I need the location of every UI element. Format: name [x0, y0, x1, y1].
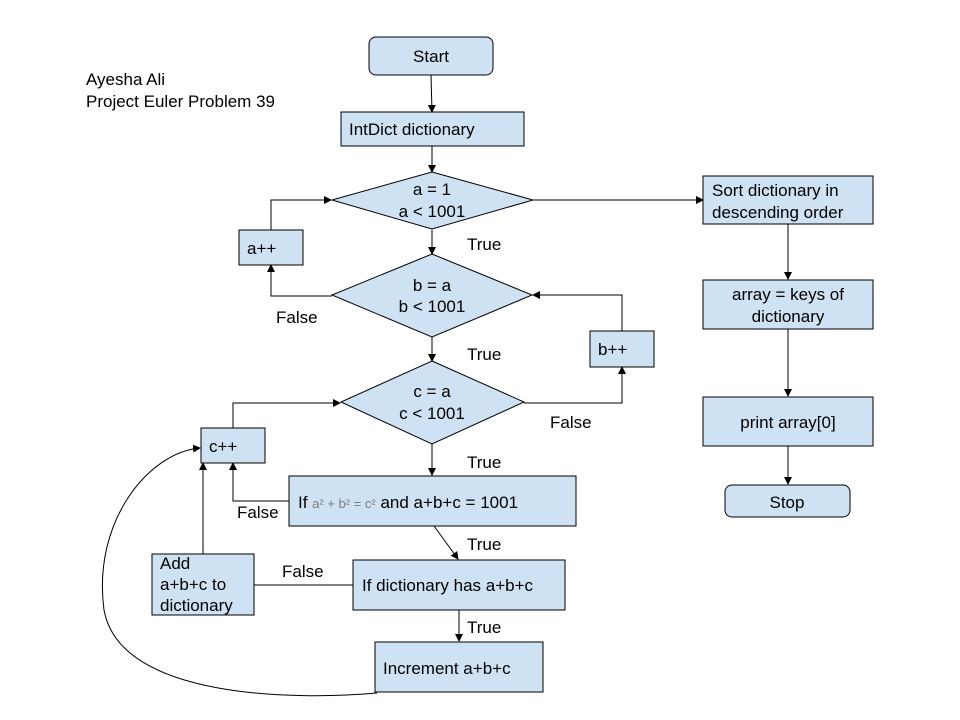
label-a-true: True: [467, 235, 501, 254]
sort-node: Sort dictionary in descending order: [702, 175, 874, 225]
has-key-decision-node: If dictionary has a+b+c: [352, 559, 566, 611]
condition-suffix: and a+b+c = 1001: [376, 493, 518, 512]
triple-condition-node: If a² + b² = c² and a+b+c = 1001: [288, 475, 577, 527]
edge-a-inc-back: [270, 196, 332, 230]
label-has-true: True: [467, 618, 501, 637]
add-to-dictionary-node: Add a+b+c to dictionary: [151, 553, 255, 616]
c-increment-node: c++: [200, 427, 266, 464]
label-b-false: False: [276, 308, 318, 327]
loop-b-cond: b < 1001: [399, 297, 466, 316]
loop-b-init: b = a: [413, 276, 452, 295]
edges: [102, 74, 792, 697]
label-cond-false: False: [237, 503, 279, 522]
add-label-line-1: Add: [160, 554, 190, 573]
author-name: Ayesha Ali: [86, 70, 165, 89]
condition-formula: a² + b² = c²: [312, 496, 376, 511]
keys-label-line-2: dictionary: [752, 307, 825, 326]
loop-b-decision: b = a b < 1001: [330, 253, 534, 338]
label-c-false: False: [550, 413, 592, 432]
loop-a-init: a = 1: [413, 180, 451, 199]
edge-cond-true: [433, 525, 459, 560]
increment-node: Increment a+b+c: [374, 641, 544, 693]
intdict-label: IntDict dictionary: [349, 120, 475, 139]
label-c-true: True: [467, 453, 501, 472]
print-label: print array[0]: [740, 413, 835, 432]
start-node: Start: [368, 36, 494, 76]
stop-label: Stop: [770, 493, 805, 512]
edge-c-inc-back: [232, 399, 341, 428]
keys-node: array = keys of dictionary: [702, 279, 874, 330]
c-increment-label: c++: [209, 437, 237, 456]
label-has-false: False: [282, 562, 324, 581]
loop-a-decision: a = 1 a < 1001: [330, 171, 535, 230]
b-increment-node: b++: [589, 330, 655, 368]
add-label-line-3: dictionary: [160, 596, 233, 615]
keys-label-line-1: array = keys of: [732, 285, 844, 304]
label-b-true: True: [467, 345, 501, 364]
edge-b-inc-back: [532, 291, 623, 331]
has-key-label: If dictionary has a+b+c: [362, 576, 534, 595]
edge-loop-b-false: [267, 264, 332, 297]
start-label: Start: [413, 47, 449, 66]
project-title: Project Euler Problem 39: [86, 92, 275, 111]
add-label-line-2: a+b+c to: [160, 575, 226, 594]
edge-start-to-intdict: [427, 74, 436, 113]
sort-label-line-1: Sort dictionary in: [712, 181, 839, 200]
edge-cond-false: [229, 462, 289, 502]
stop-node: Stop: [724, 484, 851, 518]
intdict-node: IntDict dictionary: [340, 111, 525, 147]
edge-loop-c-false: [524, 366, 626, 404]
b-increment-label: b++: [598, 340, 627, 359]
loop-c-decision: c = a c < 1001: [339, 360, 526, 445]
loop-c-cond: c < 1001: [399, 404, 465, 423]
a-increment-label: a++: [247, 239, 276, 258]
label-cond-true: True: [467, 535, 501, 554]
edge-increment-to-c-inc: [102, 444, 378, 697]
loop-c-init: c = a: [413, 382, 451, 401]
condition-label: If a² + b² = c² and a+b+c = 1001: [298, 493, 518, 512]
print-node: print array[0]: [702, 396, 874, 447]
loop-a-cond: a < 1001: [399, 202, 466, 221]
condition-prefix: If: [298, 493, 312, 512]
a-increment-node: a++: [238, 229, 304, 266]
sort-label-line-2: descending order: [712, 203, 844, 222]
increment-label: Increment a+b+c: [383, 659, 511, 678]
